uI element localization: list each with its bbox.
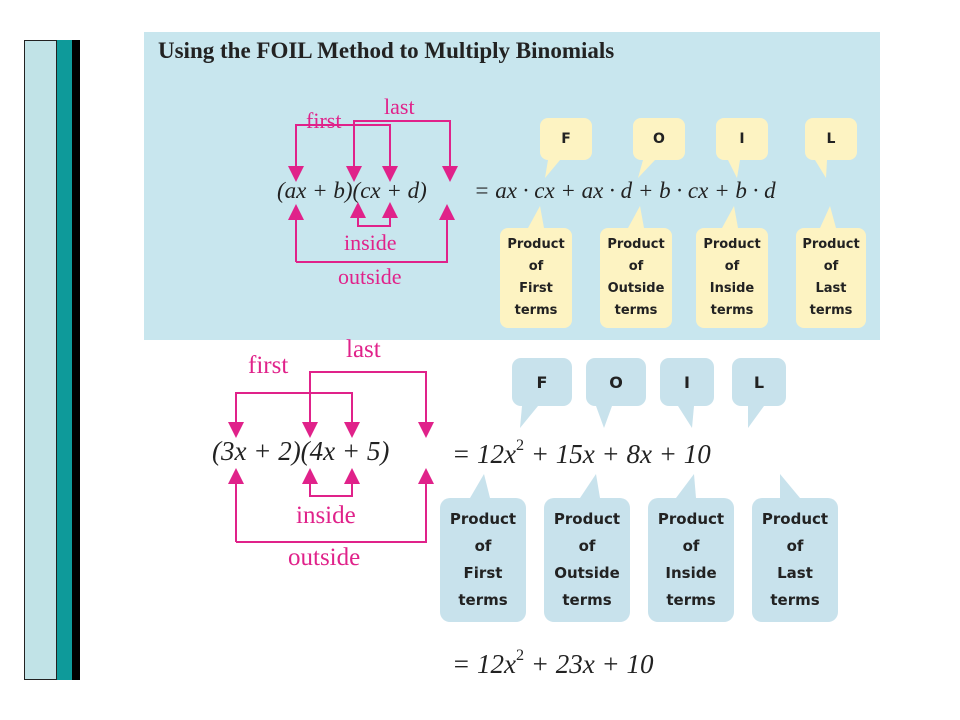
box-line: terms	[770, 591, 820, 609]
box-line: First	[519, 281, 553, 296]
example-lhs: (3x + 2)(4x + 5)	[212, 436, 390, 466]
example-label-last: last	[346, 336, 381, 363]
box-line: of	[682, 537, 700, 555]
sidebar-light	[24, 40, 57, 680]
general-box-last: Product of Last terms	[796, 228, 866, 328]
example-tag-i: I	[684, 372, 690, 392]
general-rhs: = ax · cx + ax · d + b · cx + b · d	[474, 178, 776, 203]
example-box-first: Product of First terms	[440, 498, 526, 622]
example-box-last: Product of Last terms	[752, 498, 838, 622]
box-line: terms	[562, 591, 612, 609]
box-line: of	[628, 259, 644, 274]
general-tag-i: I	[739, 131, 745, 147]
example-rhs-b: + 15x + 8x + 10	[530, 438, 711, 469]
example-rhs-exponent: 2	[515, 436, 525, 454]
example-rhs-a: = 12x	[452, 438, 516, 469]
box-line: of	[724, 259, 740, 274]
example-box-outside: Product of Outside terms	[544, 498, 630, 622]
box-line: Product	[553, 510, 621, 528]
box-line: Product	[449, 510, 517, 528]
box-line: terms	[514, 303, 558, 318]
box-line: Inside	[709, 281, 755, 296]
box-line: Product	[761, 510, 829, 528]
example-result: = 12x2 + 23x + 10	[452, 646, 654, 680]
example-tag-l: L	[753, 372, 765, 392]
sidebar-black	[72, 40, 80, 680]
sidebar-teal	[57, 40, 72, 680]
example-result-b: + 23x + 10	[530, 648, 654, 679]
example-label-first: first	[248, 352, 289, 379]
general-tag-f: F	[561, 131, 571, 147]
box-line: Product	[703, 237, 761, 252]
box-line: terms	[809, 303, 853, 318]
box-line: of	[528, 259, 544, 274]
general-tag-l: L	[826, 131, 836, 147]
general-tag-o: O	[653, 131, 665, 147]
general-box-inside: Product of Inside terms	[696, 228, 768, 328]
page-title: Using the FOIL Method to Multiply Binomi…	[158, 38, 615, 63]
example-rhs: = 12x2 + 15x + 8x + 10	[452, 436, 711, 470]
box-line: terms	[458, 591, 508, 609]
box-line: Product	[507, 237, 565, 252]
general-box-outside: Product of Outside terms	[600, 228, 672, 328]
box-line: terms	[666, 591, 716, 609]
example-result-exponent: 2	[515, 646, 525, 664]
example-label-inside: inside	[296, 502, 356, 529]
general-label-inside: inside	[344, 230, 397, 255]
general-box-first: Product of First terms	[500, 228, 572, 328]
general-label-first: first	[306, 108, 342, 133]
box-line: terms	[614, 303, 658, 318]
box-line: Product	[657, 510, 725, 528]
box-line: First	[463, 564, 503, 582]
box-line: Last	[815, 281, 847, 296]
general-lhs: (ax + b)(cx + d)	[277, 178, 427, 203]
example-label-outside: outside	[288, 544, 361, 571]
box-line: Inside	[665, 564, 717, 582]
box-line: terms	[710, 303, 754, 318]
example-tag-o: O	[609, 372, 623, 392]
example-result-a: = 12x	[452, 648, 516, 679]
example-tag-f: F	[536, 372, 548, 392]
box-line: Outside	[607, 281, 665, 296]
box-line: of	[578, 537, 596, 555]
example-box-inside: Product of Inside terms	[648, 498, 734, 622]
box-line: Last	[777, 564, 813, 582]
box-line: of	[786, 537, 804, 555]
box-line: Outside	[554, 564, 620, 582]
box-line: of	[474, 537, 492, 555]
general-label-outside: outside	[338, 264, 402, 289]
box-line: Product	[607, 237, 665, 252]
box-line: Product	[802, 237, 860, 252]
box-line: of	[823, 259, 839, 274]
general-label-last: last	[384, 94, 415, 119]
